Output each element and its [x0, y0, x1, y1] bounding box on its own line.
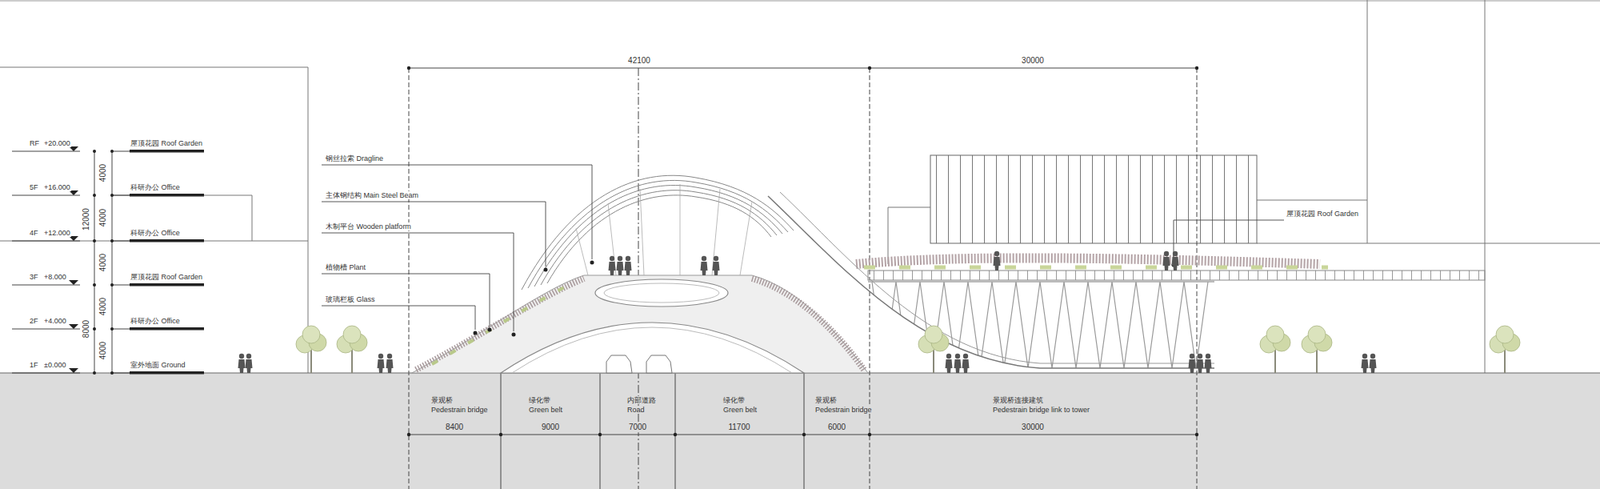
callout: 主体钢结构 Main Steel Beam	[324, 191, 420, 200]
level-tag: 1F	[28, 360, 40, 369]
width-dimension: 7000	[628, 422, 648, 432]
zone-label: 景观桥	[430, 396, 454, 404]
elevation-mark: ±0.000	[43, 360, 67, 369]
elevation-mark: +4.000	[43, 316, 68, 325]
width-dimension: 11700	[727, 422, 751, 432]
floor-height: 4000	[98, 340, 108, 360]
zone-label: Road	[626, 405, 646, 414]
width-dimension: 9000	[540, 422, 560, 432]
zone-label: 绿化带	[528, 396, 552, 404]
total-height: 12000	[81, 207, 92, 232]
zone-label: Pedestrain bridge	[430, 405, 489, 414]
callout: 玻璃栏板 Glass	[324, 295, 376, 304]
width-dimension: 6000	[827, 422, 847, 432]
zone-label: Green belt	[722, 405, 758, 414]
floor-use: 科研办公 Office	[129, 228, 181, 237]
zone-label: 景观桥	[814, 396, 838, 404]
floor-use: 屋顶花园 Roof Garden	[129, 272, 204, 281]
elevation-mark: +8.000	[43, 272, 68, 281]
elevation-mark: +16.000	[43, 183, 72, 192]
zone-label: Green belt	[528, 405, 564, 414]
zone-label: 内部道路	[626, 396, 657, 404]
floor-use: 科研办公 Office	[129, 183, 181, 192]
level-tag: 5F	[28, 183, 40, 192]
zone-label: 景观桥连接建筑	[992, 396, 1044, 404]
elevation-mark: +20.000	[43, 139, 72, 148]
zone-label: Pedestrain bridge link to tower	[992, 405, 1091, 414]
total-height: 8000	[81, 319, 92, 339]
width-dimension: 30000	[1020, 422, 1045, 432]
span-dimension: 30000	[1020, 56, 1045, 66]
floor-height: 4000	[98, 296, 108, 316]
level-tag: 4F	[28, 228, 40, 237]
floor-height: 4000	[98, 163, 108, 183]
level-tag: 3F	[28, 272, 40, 281]
callout: 木制平台 Wooden platform	[324, 222, 412, 231]
floor-use: 科研办公 Office	[129, 316, 181, 325]
callout: 钢丝拉索 Dragline	[324, 154, 384, 163]
elevation-mark: +12.000	[43, 228, 72, 237]
level-tag: 2F	[28, 316, 40, 325]
zone-label: 绿化带	[722, 396, 746, 404]
level-tag: RF	[28, 139, 40, 148]
zone-label: Pedestrain bridge	[814, 405, 873, 414]
callout: 植物槽 Plant	[324, 263, 367, 272]
floor-use: 屋顶花园 Roof Garden	[129, 139, 204, 148]
span-dimension: 42100	[627, 56, 652, 66]
floor-height: 4000	[98, 208, 108, 228]
floor-use: 室外地面 Ground	[129, 360, 187, 369]
callout: 屋顶花园 Roof Garden	[1285, 209, 1360, 218]
width-dimension: 8400	[444, 422, 464, 432]
floor-height: 4000	[98, 252, 108, 272]
